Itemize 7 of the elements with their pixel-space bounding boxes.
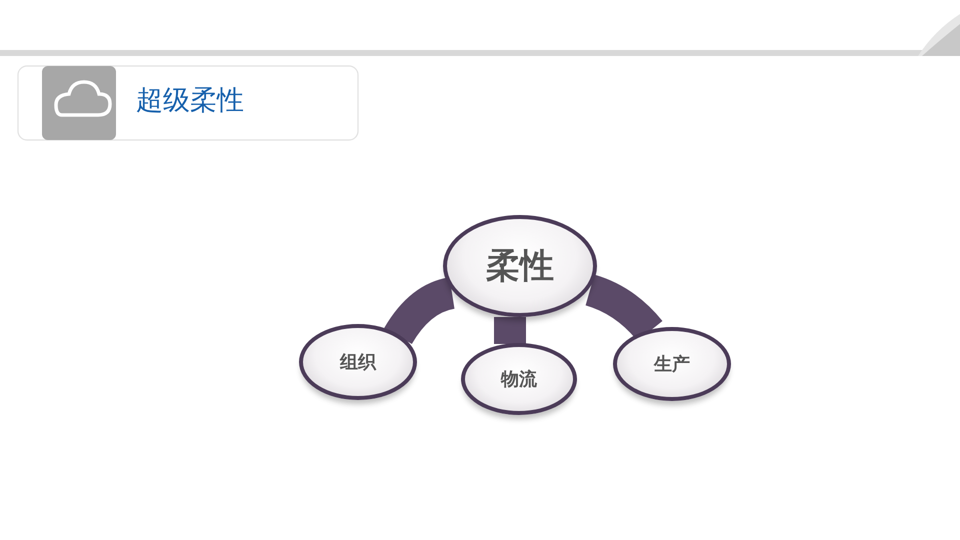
title: 超级柔性 <box>136 84 244 118</box>
node-label: 柔性 <box>486 245 554 288</box>
connector-band <box>384 277 456 344</box>
node-label: 生产 <box>654 353 690 376</box>
node-label: 物流 <box>501 368 537 391</box>
node-label: 组织 <box>340 351 376 374</box>
connector-band <box>494 317 526 344</box>
